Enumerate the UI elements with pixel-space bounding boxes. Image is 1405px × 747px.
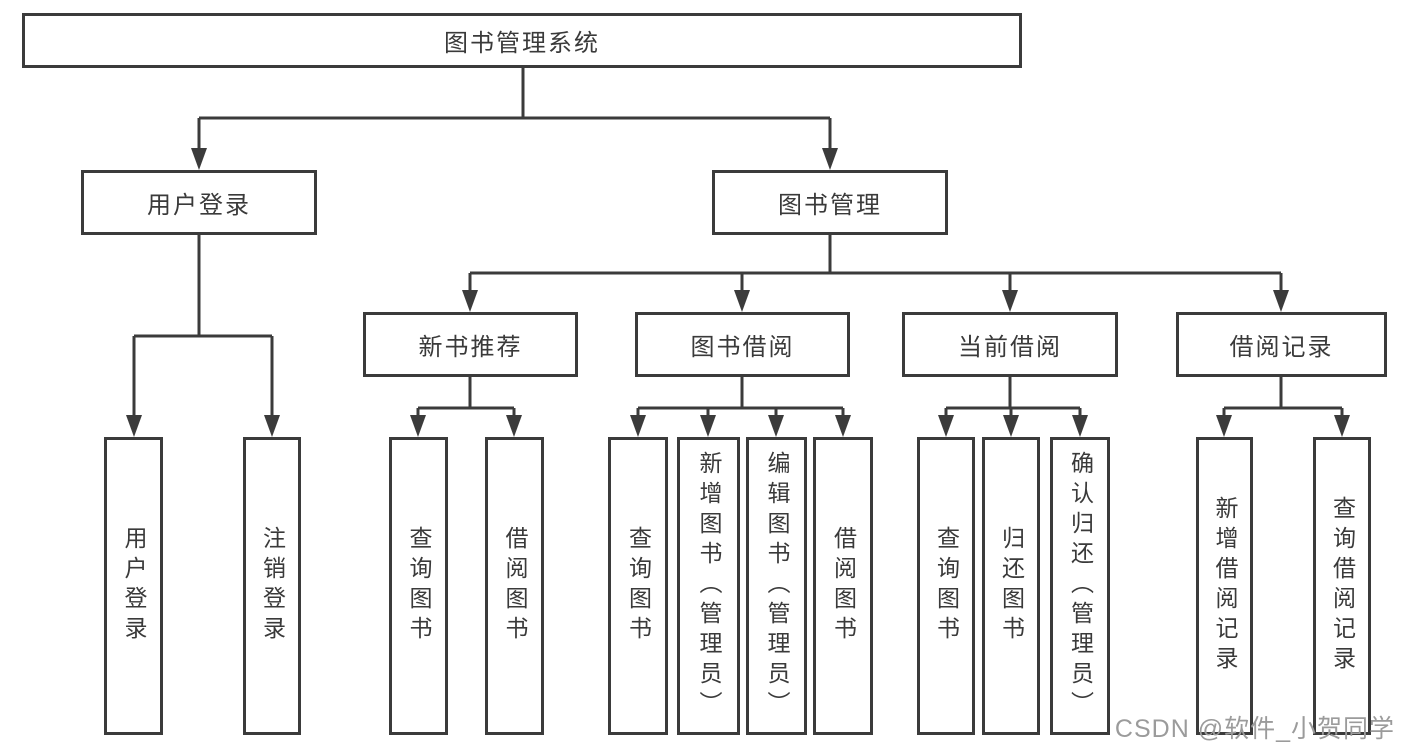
node-label: 图书管理 (778, 192, 882, 219)
node-book-management: 图书管理 (712, 170, 948, 235)
leaf-return-books: 归还图书 (982, 437, 1040, 735)
node-label: 图书管理系统 (444, 30, 600, 57)
node-label: 当前借阅 (958, 334, 1062, 361)
node-label: 编辑图书（管理员） (764, 451, 790, 721)
node-label: 借阅图书 (502, 526, 528, 646)
node-label: 查询借阅记录 (1329, 496, 1356, 676)
leaf-edit-books-admin: 编辑图书（管理员） (746, 437, 807, 735)
node-label: 新书推荐 (418, 334, 523, 361)
leaf-add-books-admin: 新增图书（管理员） (677, 437, 740, 735)
node-label: 新增借阅记录 (1212, 496, 1238, 676)
node-label: 注销登录 (259, 526, 286, 646)
node-label: 查询图书 (933, 526, 960, 646)
node-root-system: 图书管理系统 (22, 13, 1022, 68)
node-label: 查询图书 (406, 526, 432, 646)
node-user-login: 用户登录 (81, 170, 317, 235)
leaf-query-books-current: 查询图书 (917, 437, 975, 735)
leaf-borrow-books: 借阅图书 (813, 437, 873, 735)
leaf-query-borrow-record: 查询借阅记录 (1313, 437, 1371, 735)
node-label: 新增图书（管理员） (696, 451, 722, 721)
node-label: 用户登录 (147, 192, 251, 219)
leaf-query-books-borrow: 查询图书 (608, 437, 668, 735)
leaf-logout: 注销登录 (243, 437, 301, 735)
node-label: 查询图书 (625, 526, 652, 646)
leaf-confirm-return-admin: 确认归还（管理员） (1050, 437, 1110, 735)
leaf-add-borrow-record: 新增借阅记录 (1196, 437, 1253, 735)
arrowheads (126, 148, 1350, 437)
leaf-user-login: 用户登录 (104, 437, 163, 735)
node-label: 用户登录 (121, 526, 147, 646)
leaf-borrow-books-recommend: 借阅图书 (485, 437, 544, 735)
node-label: 归还图书 (998, 526, 1025, 646)
node-book-borrow: 图书借阅 (635, 312, 850, 377)
leaf-query-books-recommend: 查询图书 (389, 437, 448, 735)
node-current-borrow: 当前借阅 (902, 312, 1118, 377)
node-label: 确认归还（管理员） (1067, 451, 1094, 721)
node-label: 借阅图书 (830, 526, 857, 646)
node-new-book-recommend: 新书推荐 (363, 312, 578, 377)
node-borrow-records: 借阅记录 (1176, 312, 1387, 377)
csdn-watermark: CSDN @软件_小贺同学 (1114, 715, 1395, 743)
node-label: 图书借阅 (690, 334, 795, 361)
node-label: 借阅记录 (1229, 334, 1334, 361)
